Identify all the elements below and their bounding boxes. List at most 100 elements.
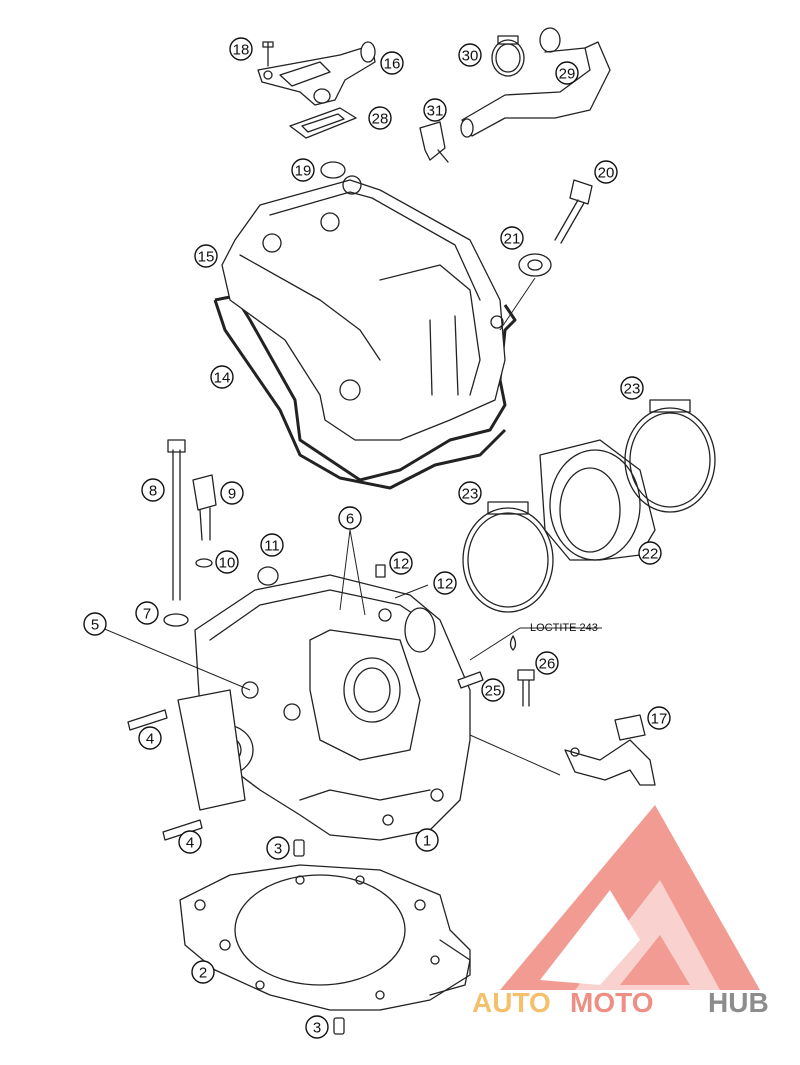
callout-1: 1 bbox=[415, 828, 439, 852]
callout-number: 14 bbox=[214, 370, 231, 387]
callout-number: 7 bbox=[143, 606, 151, 623]
callout-circle bbox=[191, 960, 215, 984]
callout-number: 11 bbox=[264, 538, 280, 555]
callout-number: 2 bbox=[199, 965, 207, 982]
coolant-hose-29 bbox=[460, 27, 611, 138]
bolt-20 bbox=[554, 179, 593, 244]
callout-9: 9 bbox=[220, 481, 244, 505]
callout-number: 16 bbox=[384, 56, 401, 73]
callout-number: 6 bbox=[346, 511, 354, 528]
callout-circle bbox=[138, 726, 162, 750]
callout-circle bbox=[481, 678, 505, 702]
callout-23a: 23 bbox=[620, 376, 644, 400]
callout-circle bbox=[210, 365, 234, 389]
callout-22: 22 bbox=[638, 541, 662, 565]
callout-circle bbox=[135, 601, 159, 625]
callout-circle bbox=[638, 541, 662, 565]
callout-circle bbox=[83, 612, 107, 636]
washer-7 bbox=[163, 613, 189, 627]
callout-number: 23 bbox=[624, 381, 641, 398]
callout-circle bbox=[415, 828, 439, 852]
cylinder-head-1 bbox=[177, 574, 471, 841]
callout-number: 30 bbox=[462, 48, 479, 65]
callout-number: 9 bbox=[228, 486, 236, 503]
callout-8: 8 bbox=[141, 478, 165, 502]
callout-circle bbox=[647, 706, 671, 730]
watermark-auto: AUTO bbox=[472, 987, 551, 1018]
callout-31: 31 bbox=[423, 98, 447, 122]
callout-number: 17 bbox=[651, 711, 668, 728]
callout-number: 26 bbox=[539, 656, 556, 673]
callout-circle bbox=[458, 43, 482, 67]
watermark-logo-triangle bbox=[500, 805, 760, 990]
callout-circle bbox=[266, 836, 290, 860]
callout-number: 31 bbox=[427, 103, 444, 120]
watermark-hub: HUB bbox=[708, 987, 769, 1018]
callout-circle bbox=[535, 651, 559, 675]
callout-circle bbox=[389, 551, 413, 575]
loctite-note: LOCTITE 243 bbox=[530, 622, 598, 634]
callout-number: 23 bbox=[462, 486, 479, 503]
long-bolt-8 bbox=[167, 439, 186, 601]
callout-number: 29 bbox=[559, 66, 576, 83]
callout-5: 5 bbox=[83, 612, 107, 636]
temperature-sensor-9 bbox=[192, 474, 217, 541]
bracket-17 bbox=[564, 714, 656, 786]
callout-circle bbox=[620, 376, 644, 400]
loctite-drop bbox=[509, 635, 517, 651]
callout-circle bbox=[305, 1015, 329, 1039]
callout-2: 2 bbox=[191, 960, 215, 984]
callout-6: 6 bbox=[338, 506, 362, 530]
callout-circle bbox=[260, 533, 284, 557]
callout-circle bbox=[433, 571, 457, 595]
sensor-31 bbox=[419, 121, 449, 163]
callout-10: 10 bbox=[215, 550, 239, 574]
callout-number: 10 bbox=[219, 555, 236, 572]
clamp-23-lower bbox=[462, 501, 554, 613]
clamp-23-upper bbox=[624, 399, 716, 513]
valve-cover-15 bbox=[221, 175, 506, 441]
callout-4a: 4 bbox=[138, 726, 162, 750]
callout-circle bbox=[458, 481, 482, 505]
callout-circle bbox=[338, 506, 362, 530]
stud-25 bbox=[457, 671, 484, 689]
callout-number: 25 bbox=[485, 683, 502, 700]
callout-circle bbox=[220, 481, 244, 505]
callout-number: 20 bbox=[598, 165, 615, 182]
washer-21 bbox=[518, 253, 552, 277]
callout-number: 1 bbox=[423, 833, 431, 850]
callout-number: 28 bbox=[372, 111, 389, 128]
callout-7: 7 bbox=[135, 601, 159, 625]
callout-17: 17 bbox=[647, 706, 671, 730]
callout-circle bbox=[555, 61, 579, 85]
callout-28: 28 bbox=[368, 106, 392, 130]
leader-lines bbox=[94, 529, 602, 776]
callout-12a: 12 bbox=[389, 551, 413, 575]
callout-number: 12 bbox=[437, 576, 454, 593]
stud-12-a bbox=[375, 564, 386, 578]
callout-circle bbox=[229, 37, 253, 61]
dowel-3-lower bbox=[333, 1017, 345, 1035]
callout-number: 12 bbox=[393, 556, 410, 573]
intake-boot-22 bbox=[539, 439, 656, 561]
o-ring-10 bbox=[195, 558, 213, 568]
callout-number: 5 bbox=[91, 617, 99, 634]
callout-circle bbox=[380, 51, 404, 75]
callout-11: 11 bbox=[260, 533, 284, 557]
callout-12b: 12 bbox=[433, 571, 457, 595]
callout-4b: 4 bbox=[178, 830, 202, 854]
callout-circle bbox=[141, 478, 165, 502]
callout-number: 4 bbox=[186, 835, 194, 852]
callout-23b: 23 bbox=[458, 481, 482, 505]
thermostat-housing bbox=[257, 41, 376, 106]
callout-14: 14 bbox=[210, 365, 234, 389]
callout-number: 4 bbox=[146, 731, 154, 748]
o-ring-19 bbox=[320, 161, 346, 179]
head-gasket-2 bbox=[179, 864, 471, 1011]
dowel-3-upper bbox=[293, 839, 305, 857]
bolt-18 bbox=[262, 41, 274, 67]
callout-30: 30 bbox=[458, 43, 482, 67]
callout-number: 3 bbox=[313, 1020, 321, 1037]
